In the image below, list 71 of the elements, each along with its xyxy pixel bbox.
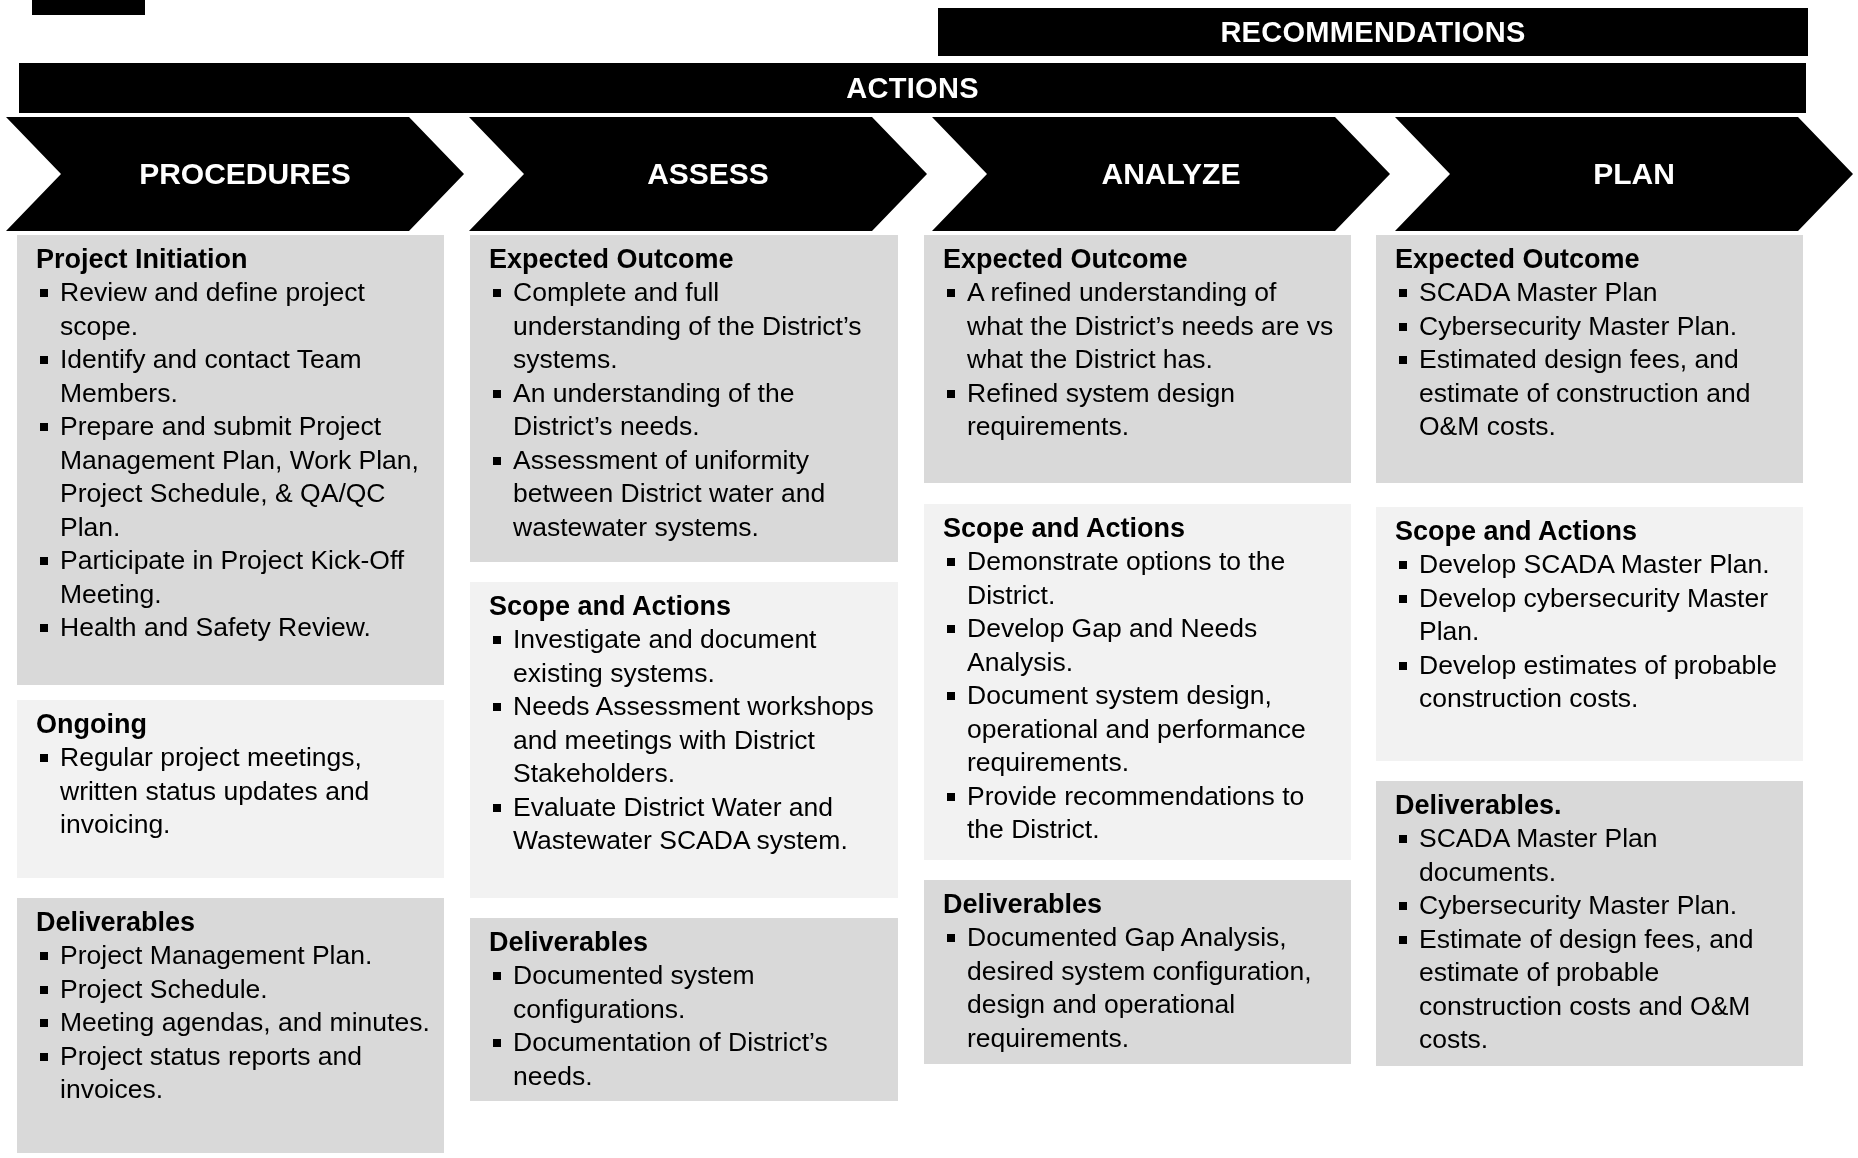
bullet-item: An understanding of the District’s needs. xyxy=(489,376,886,444)
panel-heading: Expected Outcome xyxy=(489,243,735,276)
content-panel xyxy=(924,880,1351,1064)
stage-header-banner xyxy=(6,117,464,231)
bullet-item: Demonstrate options to the District. xyxy=(943,545,1339,612)
bullet-item: Regular project meetings, written status updates and invoicing. xyxy=(36,741,432,842)
panel-heading: Scope and Actions xyxy=(489,590,733,623)
stage-header-banner xyxy=(469,117,927,231)
panel-heading: Deliverables xyxy=(36,906,197,939)
bullet-item: Review and define project scope. xyxy=(36,276,432,343)
bullet-item: Project status reports and invoices. xyxy=(36,1039,432,1107)
bullet-item: Participate in Project Kick-Off Meeting. xyxy=(36,544,432,611)
stage-header-banner xyxy=(932,117,1390,231)
panel-heading: Expected Outcome xyxy=(1395,243,1641,276)
bullet-item: Project Management Plan. xyxy=(36,939,432,973)
panel-heading: Scope and Actions xyxy=(943,512,1187,545)
panel-heading: Deliverables xyxy=(489,926,650,959)
bullet-item: Develop Gap and Needs Analysis. xyxy=(943,612,1339,679)
content-panel xyxy=(1376,235,1803,483)
panel-heading: Expected Outcome xyxy=(943,243,1189,276)
content-panel xyxy=(1376,781,1803,1066)
panel-heading: Deliverables. xyxy=(1395,789,1563,822)
bar-label: RECOMMENDATIONS xyxy=(1220,15,1526,49)
bullet-item: Project Schedule. xyxy=(36,972,432,1006)
bullet-item: Develop estimates of probable construction costs. xyxy=(1395,648,1791,716)
bullet-item: Documentation of District’s needs. xyxy=(489,1026,886,1093)
bullet-item: Refined system design requirements. xyxy=(943,376,1339,444)
stage-label: ANALYZE xyxy=(1101,157,1241,191)
content-panel xyxy=(1376,507,1803,761)
bar-label: ACTIONS xyxy=(846,71,979,105)
panel-heading: Scope and Actions xyxy=(1395,515,1639,548)
bullet-item: Assessment of uniformity between District water and wastewater systems. xyxy=(489,443,886,544)
panel-heading: Project Initiation xyxy=(36,243,249,276)
bullet-item: Estimate of design fees, and estimate of probable construction costs and O&M costs. xyxy=(1395,922,1791,1057)
panel-heading: Deliverables xyxy=(943,888,1104,921)
bullet-item: Complete and full understanding of the District’s systems. xyxy=(489,276,886,377)
stage-label: ASSESS xyxy=(647,157,769,191)
bullet-item: Health and Safety Review. xyxy=(36,611,432,645)
bullet-item: Cybersecurity Master Plan. xyxy=(1395,889,1791,923)
content-panel xyxy=(470,918,898,1101)
stage-header-banner xyxy=(1395,117,1853,231)
bullet-item: Documented Gap Analysis, desired system configuration, design and operational requirements. xyxy=(943,921,1339,1055)
bullet-item: Estimated design fees, and estimate of construction and O&M costs. xyxy=(1395,343,1791,444)
content-panel xyxy=(924,235,1351,483)
content-panel xyxy=(17,898,444,1153)
bullet-item: Develop SCADA Master Plan. xyxy=(1395,548,1791,582)
bullet-item: SCADA Master Plan documents. xyxy=(1395,822,1791,889)
stage-label: PROCEDURES xyxy=(139,157,351,191)
bullet-item: Evaluate District Water and Wastewater SCADA system. xyxy=(489,790,886,858)
bullet-item: Identify and contact Team Members. xyxy=(36,343,432,410)
bullet-item: Provide recommendations to the District. xyxy=(943,779,1339,847)
bullet-item: Meeting agendas, and minutes. xyxy=(36,1006,432,1040)
bullet-item: Investigate and document existing systems. xyxy=(489,623,886,690)
content-panel xyxy=(924,504,1351,860)
header-bar xyxy=(19,63,1806,113)
content-panel xyxy=(17,700,444,878)
content-panel xyxy=(470,235,898,562)
content-panel xyxy=(17,235,444,685)
bullet-item: A refined understanding of what the District’s needs are vs what the District has. xyxy=(943,276,1339,377)
header-bar xyxy=(32,0,145,15)
bullet-item: Documented system configurations. xyxy=(489,959,886,1026)
bullet-item: Document system design, operational and performance requirements. xyxy=(943,679,1339,780)
bullet-item: Cybersecurity Master Plan. xyxy=(1395,309,1791,343)
bullet-item: Needs Assessment workshops and meetings with District Stakeholders. xyxy=(489,690,886,791)
stage-label: PLAN xyxy=(1593,157,1675,191)
bullet-item: SCADA Master Plan xyxy=(1395,276,1791,310)
panel-heading: Ongoing xyxy=(36,708,148,741)
header-bar xyxy=(938,8,1808,56)
bullet-item: Prepare and submit Project Management Plan, Work Plan, Project Schedule, & QA/QC Plan. xyxy=(36,410,432,544)
content-panel xyxy=(470,582,898,898)
bullet-item: Develop cybersecurity Master Plan. xyxy=(1395,581,1791,649)
